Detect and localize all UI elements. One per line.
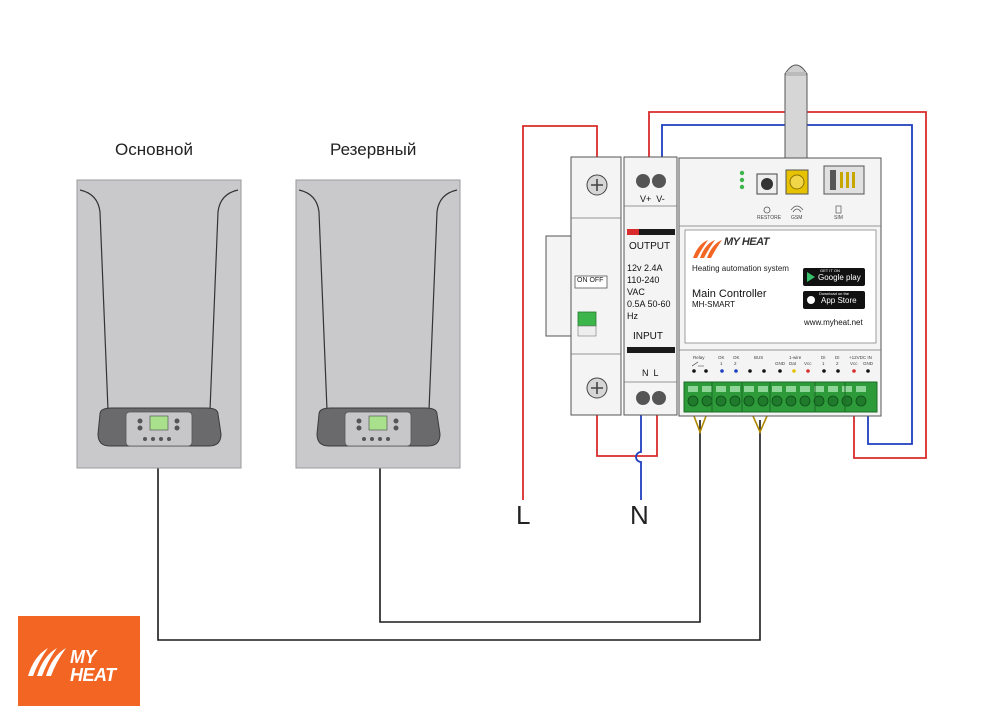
- terminal-group-ok1: OK: [718, 355, 725, 360]
- terminal-pin-di2: 2: [836, 361, 839, 366]
- terminal-pin-dat: Dat: [789, 361, 797, 366]
- terminal-pin-di1: 1: [822, 361, 825, 366]
- psu-terminal-n-icon: [636, 391, 650, 405]
- apple-icon: [807, 296, 815, 304]
- app-store-text: App Store: [821, 296, 857, 305]
- signal-wires: [157, 420, 761, 641]
- neutral-wires: [635, 124, 913, 500]
- terminal-group-bus: BUS: [754, 355, 764, 360]
- google-play-text: Google play: [818, 273, 861, 282]
- terminal-group-1wire: 1-wire: [789, 355, 802, 360]
- circuit-breaker: [545, 156, 622, 416]
- boiler-reserve: [295, 179, 461, 469]
- logo-brand-text: MY HEAT: [70, 647, 116, 685]
- terminal-block: [683, 381, 878, 413]
- sim-label: SIM: [834, 215, 843, 221]
- live-wire-12v-plus: [648, 111, 927, 459]
- neutral-wire-12v-minus: [661, 124, 913, 445]
- terminal-pin-gnd: GND: [775, 361, 785, 366]
- breaker-toggle[interactable]: [577, 311, 597, 327]
- controller-model-title: Main Controller: [692, 288, 767, 300]
- psu-spec-text: 12v 2.4A 110-240 VAC 0.5A 50-60 Hz: [627, 263, 671, 321]
- psu-terminals-top: V+ V-: [640, 194, 665, 204]
- controller-tagline: Heating automation system: [692, 264, 789, 273]
- breaker-switch-label: ON OFF: [577, 277, 604, 284]
- antenna-icon: [784, 73, 808, 171]
- psu-input-label: INPUT: [633, 331, 663, 342]
- terminal-group-12v: +12VDC IN: [849, 355, 872, 360]
- boiler-main: [76, 179, 242, 469]
- signal-wire-reserve-boiler: [379, 420, 701, 623]
- wire-y-connectors: [693, 415, 768, 435]
- terminal-group-di1: DI: [821, 355, 826, 360]
- terminal-pin-ok2-2: 2: [734, 361, 737, 366]
- gsm-signal-icon: [790, 205, 804, 213]
- logo-flame-icon: [28, 648, 66, 676]
- signal-wire-main-boiler: [157, 420, 761, 641]
- terminal-pin-12v-vcc: Vcc: [850, 361, 858, 366]
- terminal-group-relay: Relay: [693, 355, 705, 360]
- myheat-logo: [18, 616, 140, 706]
- boiler-main-display: [149, 415, 169, 431]
- relay-switch-icon: [691, 361, 704, 367]
- psu-terminal-vminus-icon: [652, 174, 666, 188]
- controller-model-code: MH-SMART: [692, 300, 735, 309]
- neutral-wire-mains: [635, 415, 642, 500]
- sim-icon: [835, 205, 842, 214]
- live-wire-psu: [596, 414, 658, 457]
- terminal-dots: [692, 369, 870, 373]
- controller: [678, 64, 882, 417]
- restore-icon: [763, 206, 771, 214]
- mains-line-label: L: [516, 500, 531, 530]
- controller-brand: MY HEAT: [724, 236, 770, 248]
- terminal-pin-vcc: Vcc: [804, 361, 812, 366]
- power-supply-body: [623, 156, 678, 416]
- boiler-main-label: Основной: [115, 140, 193, 159]
- mains-neutral-label: N: [630, 500, 649, 530]
- restore-label: RESTORE: [757, 215, 782, 221]
- power-supply: [623, 156, 678, 416]
- controller-website: www.myheat.net: [804, 318, 863, 327]
- psu-terminal-vplus-icon: [636, 174, 650, 188]
- terminal-group-ok2: OK: [733, 355, 740, 360]
- psu-terminals-bottom: N L: [642, 368, 659, 378]
- terminal-screw-icon: [687, 395, 699, 407]
- app-store-badge[interactable]: [803, 291, 865, 309]
- gsm-label: GSM: [791, 215, 803, 221]
- boiler-reserve-label: Резервный: [330, 140, 417, 159]
- google-play-badge[interactable]: [803, 268, 865, 286]
- controller-label-panel: [684, 229, 877, 344]
- controller-flame-icon: [693, 240, 722, 258]
- terminal-pin-ok1-1: 1: [720, 361, 723, 366]
- google-play-icon: [807, 272, 815, 282]
- google-play-top-text: GET IT ON: [820, 268, 840, 273]
- app-store-top-text: Download on the: [819, 291, 850, 296]
- psu-terminal-l-icon: [652, 391, 666, 405]
- live-wire-mains: [522, 125, 598, 500]
- terminal-group-di2: DI: [835, 355, 840, 360]
- live-wires: [522, 111, 927, 500]
- psu-output-label: OUTPUT: [629, 241, 671, 252]
- terminal-pin-12v-gnd: GND: [863, 361, 873, 366]
- boiler-reserve-display: [368, 415, 388, 431]
